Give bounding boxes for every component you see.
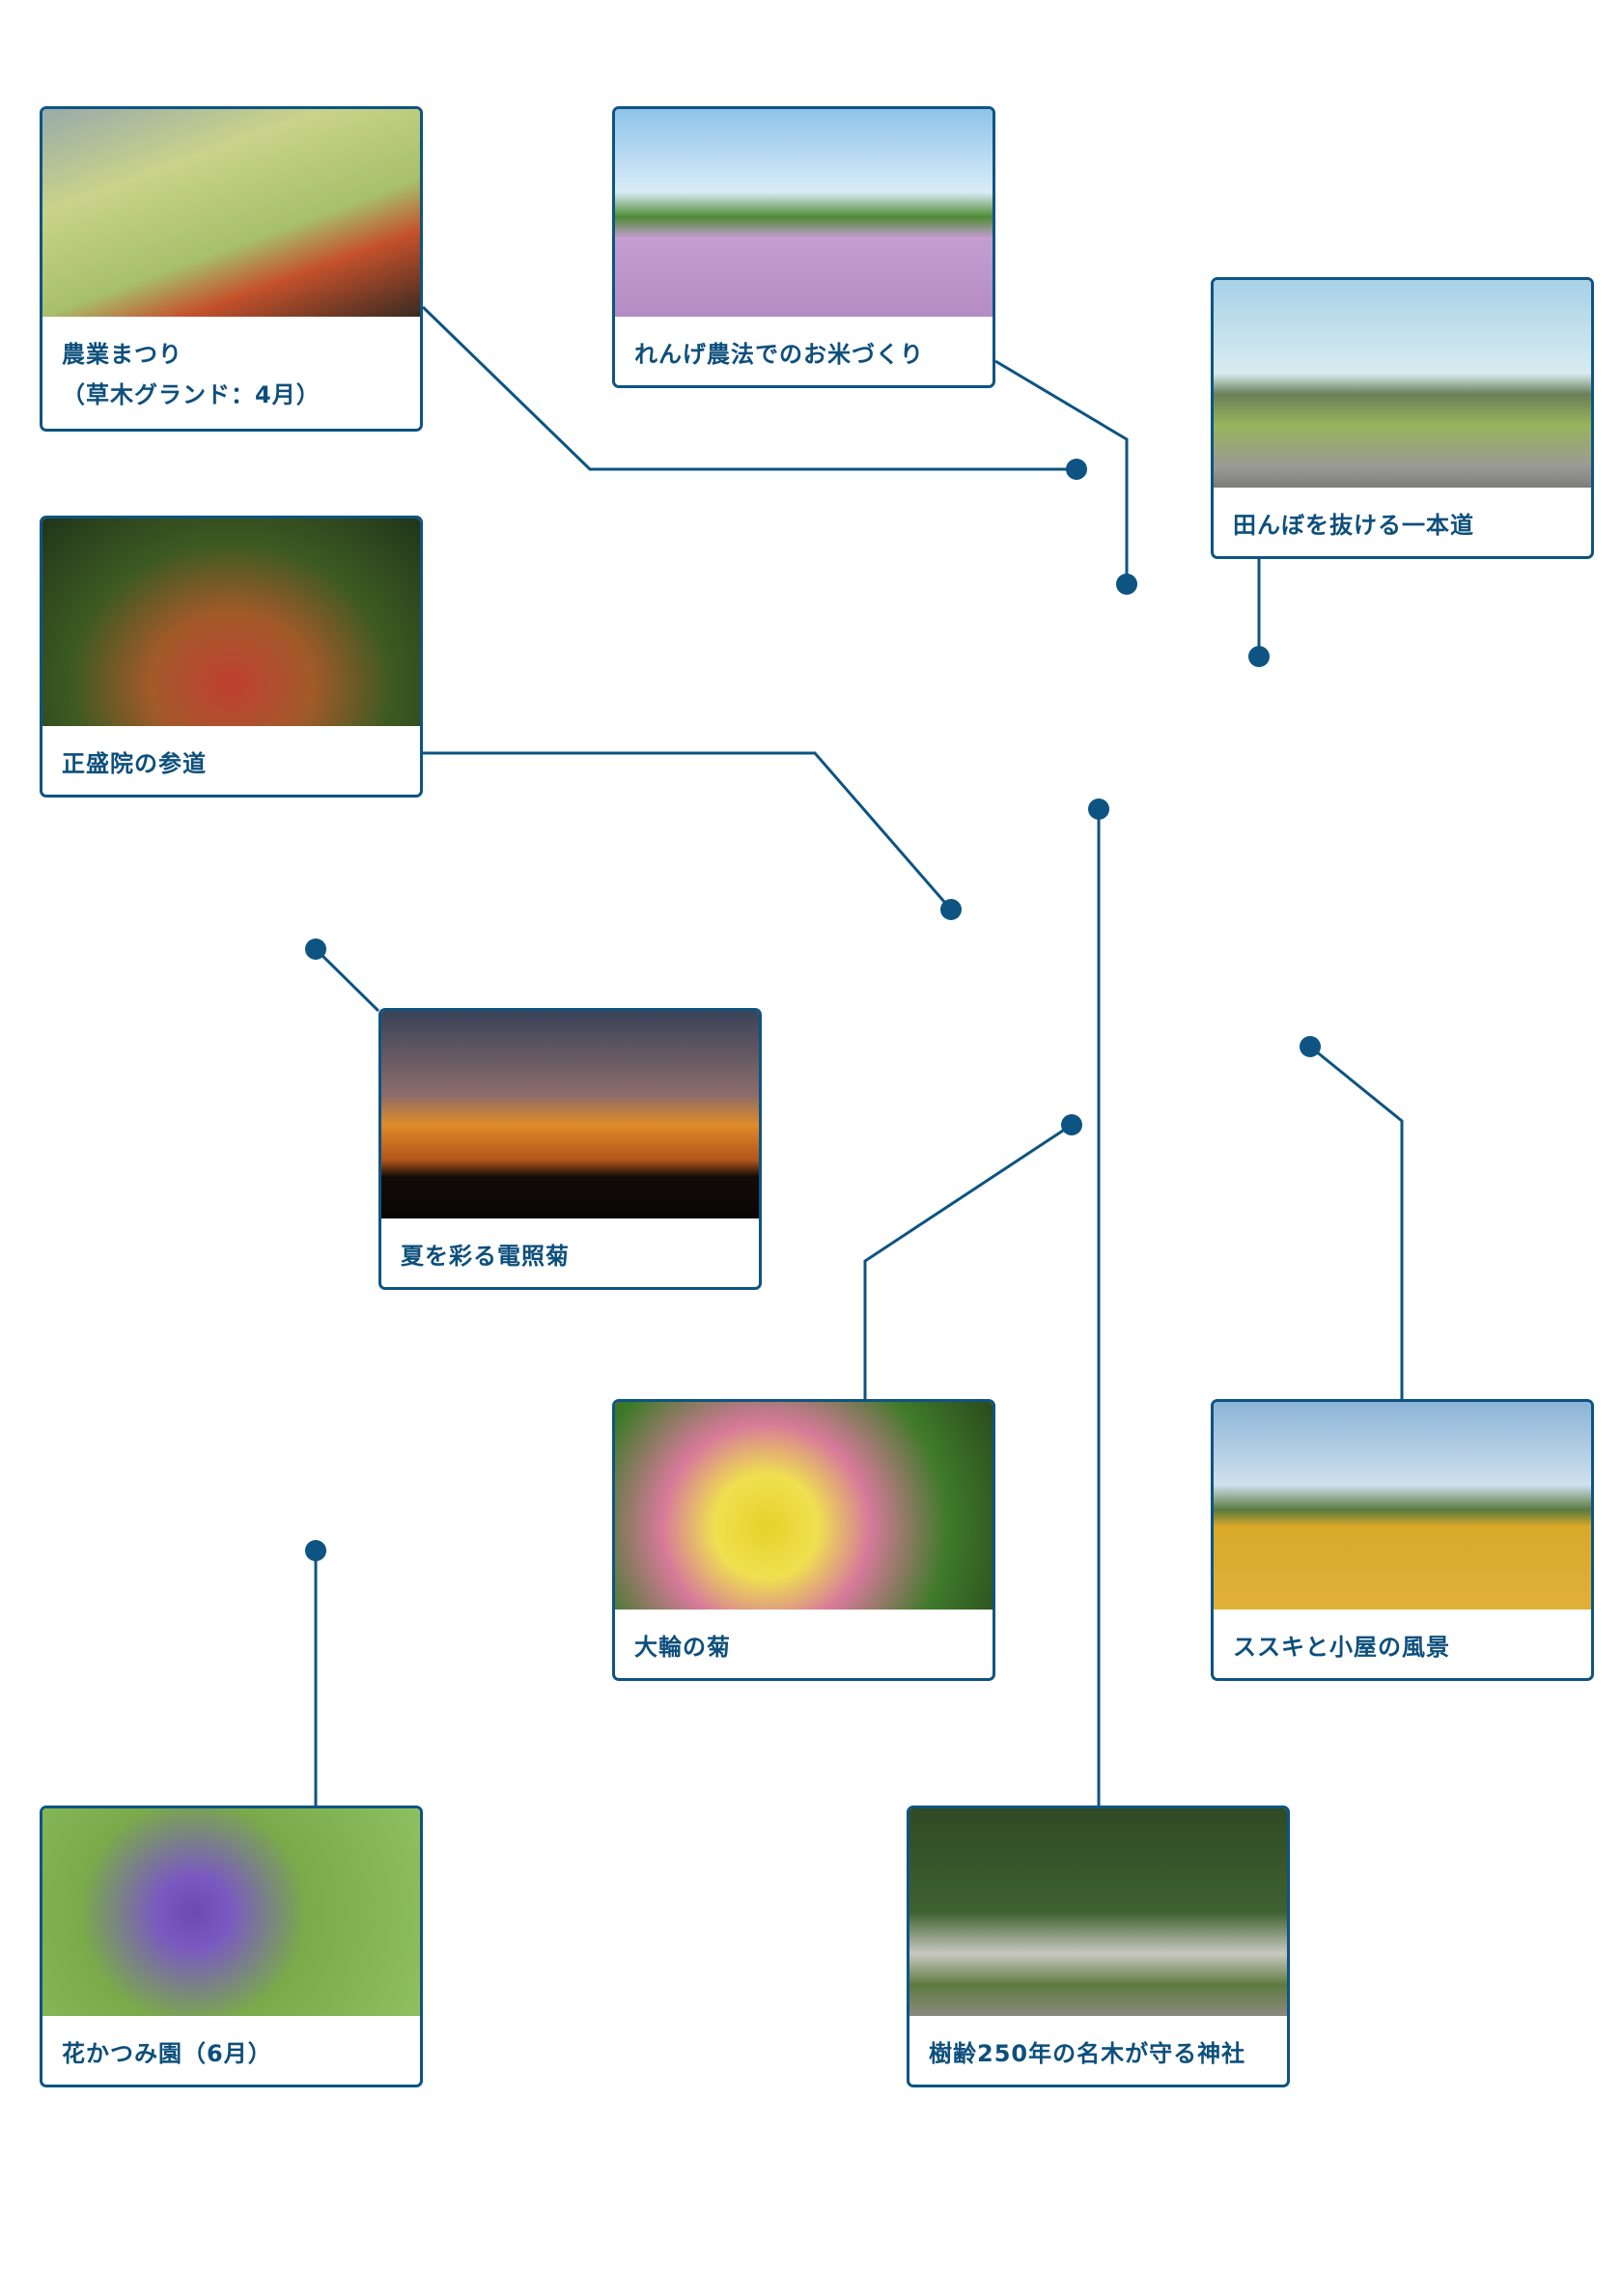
spot-card-shoseiin[interactable]: 正盛院の参道 bbox=[40, 516, 423, 798]
photo-chrysanthemums bbox=[615, 1402, 993, 1610]
spot-card-renge[interactable]: れんげ農法でのお米づくり bbox=[612, 106, 995, 388]
spot-caption: れんげ農法でのお米づくり bbox=[634, 341, 924, 368]
spot-card-chrysanthemum[interactable]: 大輪の菊 bbox=[612, 1399, 995, 1681]
spot-caption: 大輪の菊 bbox=[634, 1634, 731, 1661]
location-dot bbox=[1088, 798, 1109, 820]
spot-caption-sub: （草木グランド：4月） bbox=[62, 381, 321, 408]
photo-road bbox=[1214, 280, 1591, 488]
spot-caption: 樹齢250年の名木が守る神社 bbox=[929, 2040, 1246, 2067]
connector-line-renge bbox=[994, 359, 1129, 584]
location-dot bbox=[1300, 1036, 1321, 1057]
connector-line-pampas bbox=[1309, 1045, 1404, 1399]
location-dot bbox=[305, 938, 326, 960]
spot-card-pampas[interactable]: ススキと小屋の風景 bbox=[1211, 1399, 1594, 1681]
location-dot bbox=[305, 1540, 326, 1561]
spot-caption: 正盛院の参道 bbox=[62, 750, 207, 777]
spot-caption: 田んぼを抜ける一本道 bbox=[1233, 512, 1474, 539]
spot-caption: ススキと小屋の風景 bbox=[1233, 1634, 1450, 1661]
spot-card-greenhouse[interactable]: 夏を彩る電照菊 bbox=[378, 1008, 762, 1290]
connector-line-shoseiin bbox=[423, 751, 953, 910]
connector-line-greenhouse bbox=[314, 947, 380, 1013]
connector-line-chrysanthemum bbox=[863, 1123, 1073, 1399]
spot-caption: 花かつみ園（6月） bbox=[62, 2040, 272, 2067]
photo-temple-approach bbox=[42, 518, 420, 726]
location-dot bbox=[1116, 574, 1137, 595]
spot-caption: 夏を彩る電照菊 bbox=[401, 1243, 570, 1270]
spot-card-farm-festival[interactable]: 農業まつり （草木グランド：4月） bbox=[40, 106, 423, 432]
photo-renge-field bbox=[615, 109, 993, 317]
photo-greenhouse bbox=[381, 1011, 759, 1218]
photo-iris-garden bbox=[42, 1808, 420, 2016]
photo-pampas-hut bbox=[1214, 1402, 1591, 1610]
spot-caption: 農業まつり bbox=[62, 341, 182, 368]
spot-card-road[interactable]: 田んぼを抜ける一本道 bbox=[1211, 277, 1594, 559]
spot-card-shrine[interactable]: 樹齢250年の名木が守る神社 bbox=[907, 1806, 1290, 2087]
spot-card-iris[interactable]: 花かつみ園（6月） bbox=[40, 1806, 423, 2087]
location-dot bbox=[1066, 459, 1087, 480]
photo-shrine bbox=[909, 1808, 1287, 2016]
location-dot bbox=[1061, 1114, 1082, 1135]
location-dot bbox=[940, 899, 962, 920]
photo-farm-festival bbox=[42, 109, 420, 317]
location-dot bbox=[1248, 646, 1270, 667]
connector-line-farm-festival bbox=[421, 305, 1077, 471]
